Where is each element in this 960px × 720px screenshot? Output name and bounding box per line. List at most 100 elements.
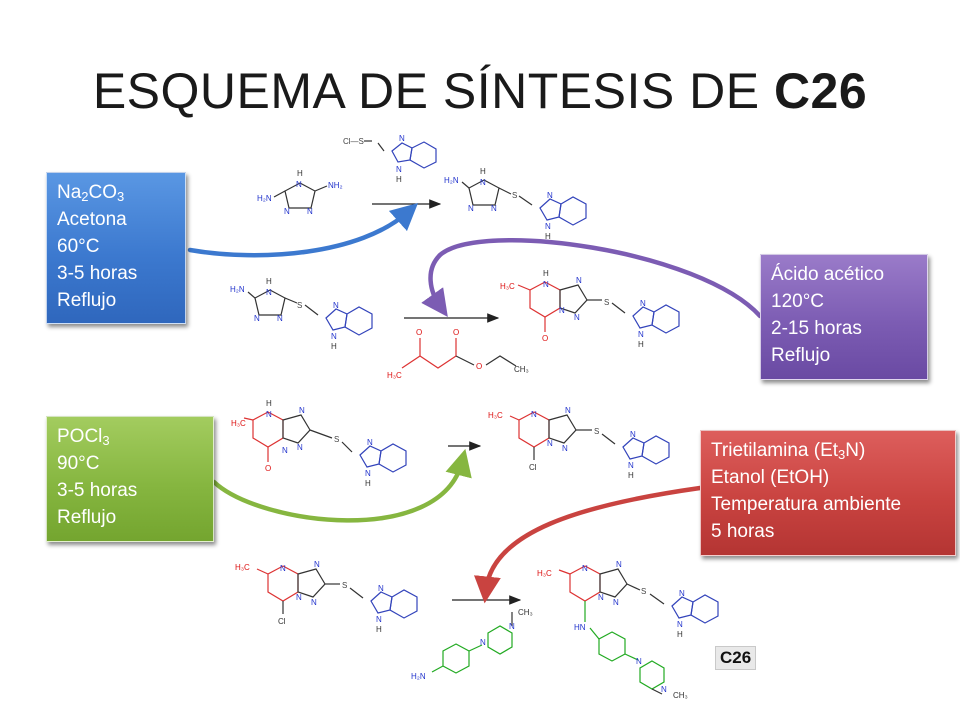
atom-label: H <box>480 167 486 176</box>
atom-label: O <box>542 334 548 343</box>
step2-reagent: Ácido acético <box>771 264 885 285</box>
atom-label: N <box>547 191 553 200</box>
atom-label: N <box>282 446 288 455</box>
atom-label: N <box>311 598 317 607</box>
molecule-diaminotriazole <box>273 182 328 209</box>
atom-label: O <box>265 464 271 473</box>
atom-label: N <box>378 584 384 593</box>
atom-label: N <box>307 207 313 216</box>
atom-label: H <box>266 277 272 286</box>
atom-label: H <box>396 175 402 184</box>
conditions-step4-box: Trietilamina (Et3N) Etanol (EtOH) Temper… <box>700 430 956 556</box>
atom-label: CH₃ <box>518 608 533 617</box>
atom-label: N <box>266 288 272 297</box>
atom-label: NH₂ <box>328 181 343 190</box>
atom-label: N <box>576 276 582 285</box>
step1-temperature: 60°C <box>57 236 100 257</box>
atom-label: N <box>396 165 402 174</box>
atom-label: H₂N <box>444 176 459 185</box>
atom-label: N <box>547 439 553 448</box>
atom-label: H₃C <box>488 411 503 420</box>
curved-arrow-purple <box>421 238 763 319</box>
atom-label: N <box>531 410 537 419</box>
conditions-step1-box: Na2CO3 Acetona 60°C 3-5 horas Reflujo <box>46 172 186 324</box>
atom-label: H <box>331 342 337 351</box>
atom-label: N <box>376 615 382 624</box>
curved-arrow-blue <box>187 203 419 258</box>
atom-label: N <box>491 204 497 213</box>
atom-label: O <box>476 362 482 371</box>
atom-label: N <box>297 443 303 452</box>
molecule-chloromethyl-benzimidazole <box>364 140 437 169</box>
atom-label: N <box>630 430 636 439</box>
atom-label: H <box>628 471 634 480</box>
atom-label: N <box>296 180 302 189</box>
atom-label: N <box>582 564 588 573</box>
atom-label: H <box>297 169 303 178</box>
step1-time: 3-5 horas <box>57 263 138 284</box>
atom-label: H <box>266 399 272 408</box>
step2-mode: Reflujo <box>771 345 831 366</box>
atom-label: S <box>594 427 599 436</box>
step4-time: 5 horas <box>711 521 775 542</box>
conditions-step3-box: POCl3 90°C 3-5 horas Reflujo <box>46 416 214 542</box>
step1-mode: Reflujo <box>57 290 117 311</box>
atom-label: S <box>342 581 347 590</box>
step4-temperature: Temperatura ambiente <box>711 494 902 515</box>
atom-label: Cl <box>529 463 537 472</box>
atom-label: N <box>331 332 337 341</box>
atom-label: N <box>299 406 305 415</box>
atom-label: H <box>638 340 644 349</box>
step4-reagent: Trietilamina (Et3N) <box>711 440 866 462</box>
atom-label: N <box>280 564 286 573</box>
atom-label: CH₃ <box>673 691 688 700</box>
atom-label: HN <box>574 623 586 632</box>
atom-label: N <box>367 438 373 447</box>
atom-label: CH₃ <box>514 365 529 374</box>
atom-label: N <box>598 593 604 602</box>
atom-label: H <box>543 269 549 278</box>
atom-label: N <box>628 461 634 470</box>
molecule-product-2-copy <box>243 411 407 473</box>
atom-label: H <box>677 630 683 639</box>
atom-label: N <box>314 560 320 569</box>
atom-label: N <box>559 306 565 315</box>
molecule-product-2 <box>517 281 680 334</box>
atom-label: N <box>480 638 486 647</box>
atom-label: N <box>399 134 405 143</box>
molecule-aminophenyl-methylpiperazine <box>431 612 513 674</box>
conditions-step2-box: Ácido acético 120°C 2-15 horas Reflujo <box>760 254 928 380</box>
atom-label: N <box>333 301 339 310</box>
molecule-product-3-copy <box>256 565 418 619</box>
atom-label: N <box>365 469 371 478</box>
step3-temperature: 90°C <box>57 453 100 474</box>
atom-label: N <box>638 330 644 339</box>
step1-solvent: Acetona <box>57 209 127 230</box>
atom-label: N <box>677 620 683 629</box>
atom-label: H <box>365 479 371 488</box>
page-title: ESQUEMA DE SÍNTESIS DE C26 <box>0 62 960 120</box>
atom-label: N <box>468 204 474 213</box>
atom-label: N <box>254 314 260 323</box>
atom-label: S <box>512 191 517 200</box>
molecule-product-c26 <box>558 565 719 695</box>
atom-label: H₃C <box>500 282 515 291</box>
step2-temperature: 120°C <box>771 291 825 312</box>
atom-label: H₃C <box>537 569 552 578</box>
atom-label: N <box>661 685 667 694</box>
atom-label: H₃C <box>231 419 246 428</box>
atom-label: N <box>509 622 515 631</box>
atom-label: N <box>562 444 568 453</box>
atom-label: H₂N <box>230 285 245 294</box>
title-prefix: ESQUEMA DE SÍNTESIS DE <box>92 63 774 119</box>
atom-label: H <box>545 232 551 241</box>
curved-arrow-red <box>473 485 703 604</box>
atom-label: N <box>266 410 272 419</box>
atom-label: N <box>679 589 685 598</box>
atom-label: S <box>297 301 302 310</box>
step1-reagent: Na2CO3 <box>57 182 125 204</box>
atom-label: Cl <box>278 617 286 626</box>
molecule-triazolyl-thio-benzimidazole <box>247 289 373 336</box>
atom-label: N <box>296 593 302 602</box>
